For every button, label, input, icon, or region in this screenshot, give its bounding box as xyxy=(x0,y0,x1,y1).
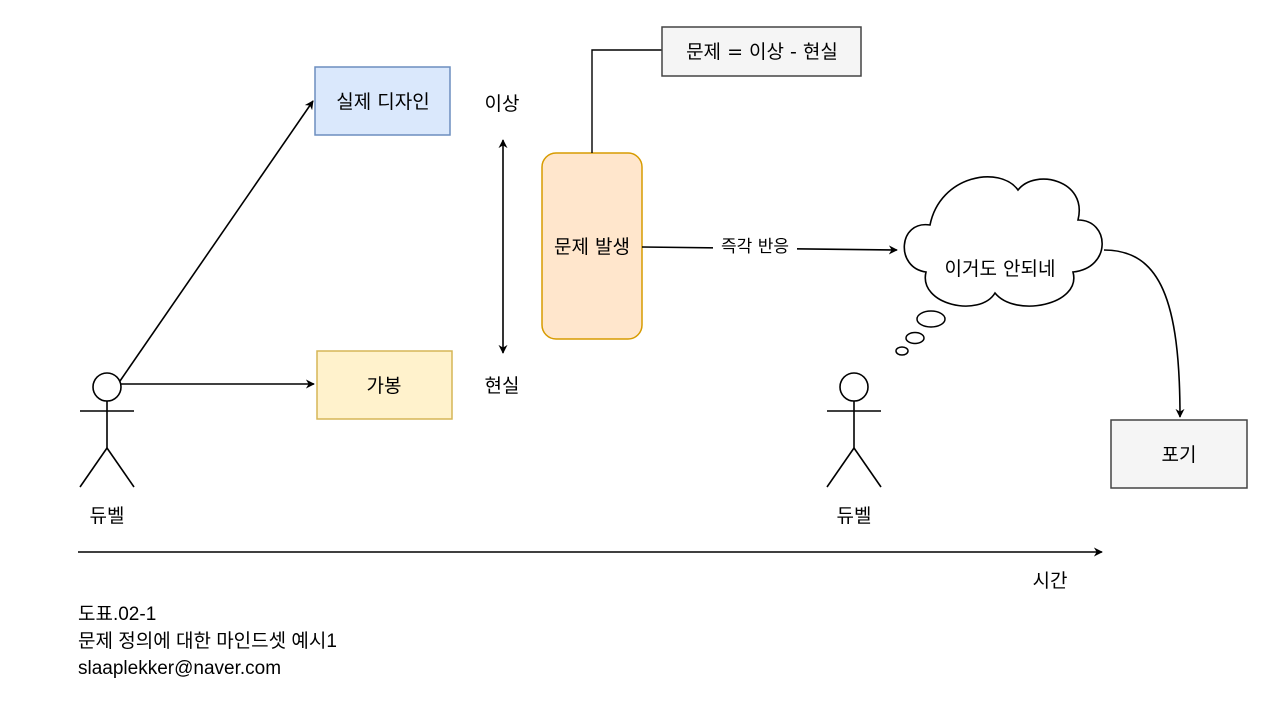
time-axis-label: 시간 xyxy=(1033,570,1068,592)
formula-connector xyxy=(591,49,662,153)
caption-title: 문제 정의에 대한 마인드셋 예시1 xyxy=(78,631,337,652)
reaction-label-bg xyxy=(713,234,797,258)
ideal-design-label: 실제 디자인 xyxy=(336,91,429,113)
giveup-label: 포기 xyxy=(1162,444,1197,466)
ideal-design-box xyxy=(314,66,451,136)
thought-cloud xyxy=(903,176,1103,307)
problem-label: 문제 발생 xyxy=(554,236,630,258)
ideal-label: 이상 xyxy=(485,93,520,115)
giveup-arrow xyxy=(1103,249,1185,418)
formula-label: 문제 = 이상 - 현실 xyxy=(686,41,838,63)
actor-right-label: 듀벨 xyxy=(837,505,872,527)
thought-bubble-small xyxy=(895,346,909,356)
thought-bubble-large xyxy=(916,310,946,328)
caption-email: slaaplekker@naver.com xyxy=(78,658,282,679)
cloud-label: 이거도 안되네 xyxy=(945,258,1056,280)
actor-left xyxy=(79,372,135,488)
actor-left-label: 듀벨 xyxy=(90,505,125,527)
provisional-box xyxy=(316,350,453,420)
figure-caption: 도표.02-1 문제 정의에 대한 마인드셋 예시1 slaaplekker@n… xyxy=(78,601,337,682)
reality-label: 현실 xyxy=(485,375,520,397)
arrow-to-ideal-design xyxy=(119,100,314,382)
thought-bubble-medium xyxy=(905,331,925,345)
giveup-box xyxy=(1110,419,1248,489)
provisional-label: 가봉 xyxy=(367,375,402,397)
reaction-label: 즉각 반응 xyxy=(721,237,789,257)
actor-right xyxy=(826,372,882,488)
caption-figure-number: 도표.02-1 xyxy=(78,604,157,625)
formula-box xyxy=(661,26,862,77)
